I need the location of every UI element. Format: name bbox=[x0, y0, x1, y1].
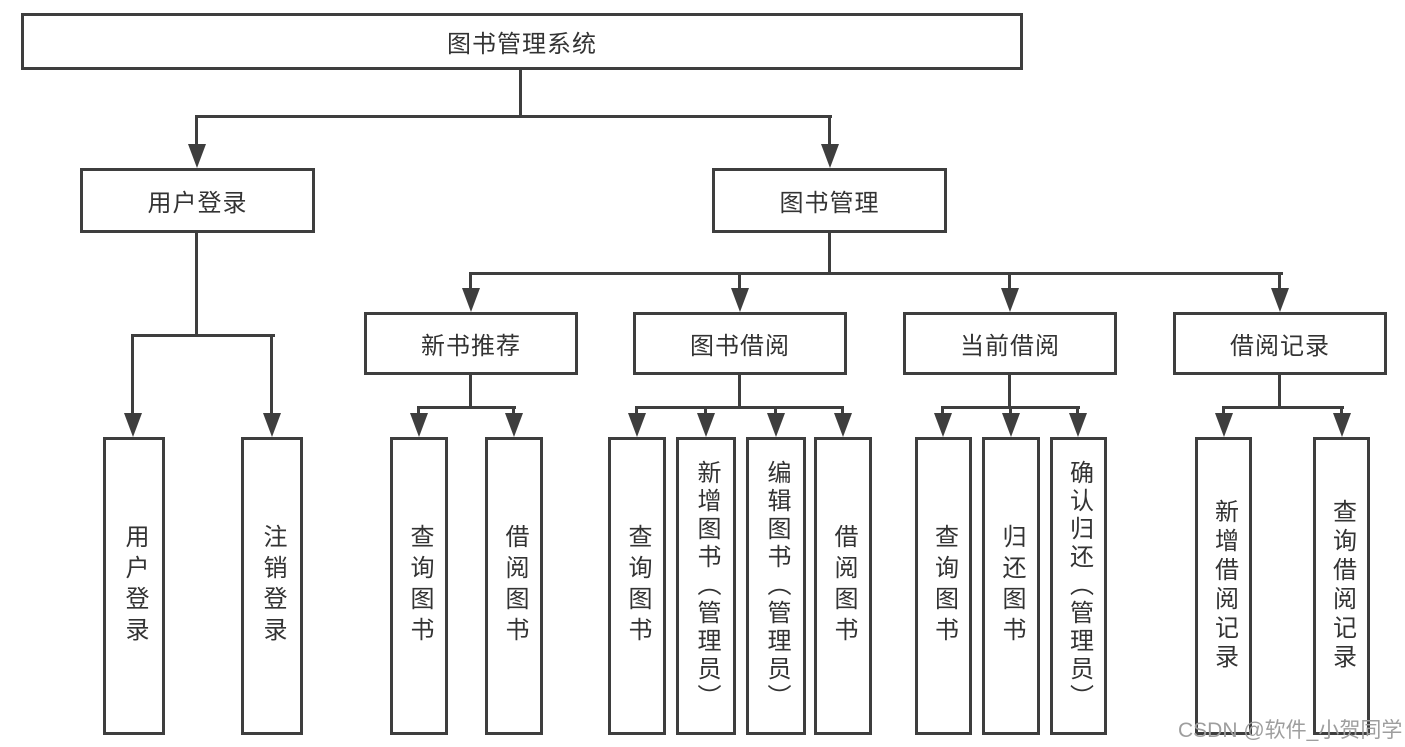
connector-level2-hline bbox=[195, 115, 832, 118]
leaf-borrow-edit-books-admin: 编辑图书（管理员） bbox=[746, 437, 806, 735]
arrow-down-icon bbox=[410, 413, 428, 437]
connector-to-user-login bbox=[195, 115, 198, 148]
connector-to-leaf bbox=[774, 406, 777, 416]
leaf-borrow-add-books-admin: 新增图书（管理员） bbox=[676, 437, 736, 735]
node-current-borrow: 当前借阅 bbox=[903, 312, 1117, 375]
leaf-recommend-borrow-books: 借阅图书 bbox=[485, 437, 543, 735]
node-borrow-records: 借阅记录 bbox=[1173, 312, 1387, 375]
arrow-down-icon bbox=[821, 144, 839, 168]
connector-to-borrow-records bbox=[1278, 272, 1281, 291]
arrow-down-icon bbox=[263, 413, 281, 437]
arrow-down-icon bbox=[1333, 413, 1351, 437]
connector-level3-hline bbox=[469, 272, 1283, 275]
connector-book-mgmt-stem bbox=[828, 233, 831, 275]
node-label: 用户登录 bbox=[121, 524, 148, 648]
connector-borrow-records-stem bbox=[1278, 375, 1281, 408]
leaf-borrow-query-books: 查询图书 bbox=[608, 437, 666, 735]
connector-to-leaf bbox=[1076, 406, 1079, 416]
connector-to-leaf bbox=[131, 334, 134, 416]
leaf-recommend-query-books: 查询图书 bbox=[390, 437, 448, 735]
connector-book-borrow-hline bbox=[635, 406, 844, 409]
node-label: 查询借阅记录 bbox=[1328, 499, 1356, 673]
node-label: 图书借阅 bbox=[690, 333, 790, 360]
connector-to-leaf bbox=[704, 406, 707, 416]
connector-to-leaf bbox=[1009, 406, 1012, 416]
node-label: 图书管理系统 bbox=[447, 31, 597, 58]
arrow-down-icon bbox=[1001, 288, 1019, 312]
connector-current-borrow-stem bbox=[1008, 375, 1011, 408]
connector-to-current-borrow bbox=[1008, 272, 1011, 291]
node-book-borrow: 图书借阅 bbox=[633, 312, 847, 375]
csdn-watermark: CSDN @软件_小贺同学 bbox=[1178, 719, 1403, 742]
node-label: 当前借阅 bbox=[960, 333, 1060, 360]
node-label: 新增图书（管理员） bbox=[693, 460, 720, 712]
node-new-book-recommend: 新书推荐 bbox=[364, 312, 578, 375]
connector-to-leaf bbox=[1340, 406, 1343, 416]
leaf-borrow-borrow-books: 借阅图书 bbox=[814, 437, 872, 735]
leaf-records-query-record: 查询借阅记录 bbox=[1313, 437, 1370, 735]
connector-recommend-stem bbox=[469, 375, 472, 408]
node-label: 确认归还（管理员） bbox=[1065, 460, 1093, 712]
node-label: 查询图书 bbox=[930, 524, 958, 648]
connector-to-leaf bbox=[417, 406, 420, 416]
connector-to-recommend bbox=[469, 272, 472, 291]
leaf-current-confirm-return-admin: 确认归还（管理员） bbox=[1050, 437, 1107, 735]
arrow-down-icon bbox=[188, 144, 206, 168]
arrow-down-icon bbox=[934, 413, 952, 437]
node-label: 归还图书 bbox=[998, 524, 1025, 648]
arrow-down-icon bbox=[767, 413, 785, 437]
leaf-logout: 注销登录 bbox=[241, 437, 303, 735]
arrow-down-icon bbox=[1069, 413, 1087, 437]
arrow-down-icon bbox=[834, 413, 852, 437]
connector-user-login-stem bbox=[195, 233, 198, 337]
arrow-down-icon bbox=[462, 288, 480, 312]
arrow-down-icon bbox=[1002, 413, 1020, 437]
leaf-current-return-books: 归还图书 bbox=[982, 437, 1040, 735]
arrow-down-icon bbox=[1215, 413, 1233, 437]
node-label: 查询图书 bbox=[624, 524, 651, 648]
node-label: 注销登录 bbox=[259, 524, 286, 648]
connector-borrow-records-hline bbox=[1222, 406, 1344, 409]
node-label: 借阅记录 bbox=[1230, 333, 1330, 360]
node-label: 借阅图书 bbox=[830, 524, 857, 648]
connector-to-leaf bbox=[270, 334, 273, 416]
node-label: 编辑图书（管理员） bbox=[763, 460, 790, 712]
connector-book-borrow-stem bbox=[738, 375, 741, 408]
node-label: 新增借阅记录 bbox=[1210, 499, 1238, 673]
connector-to-book-borrow bbox=[738, 272, 741, 291]
node-label: 借阅图书 bbox=[501, 524, 528, 648]
arrow-down-icon bbox=[731, 288, 749, 312]
connector-to-leaf bbox=[635, 406, 638, 416]
connector-to-leaf bbox=[1222, 406, 1225, 416]
node-book-management: 图书管理 bbox=[712, 168, 947, 233]
arrow-down-icon bbox=[1271, 288, 1289, 312]
node-user-login: 用户登录 bbox=[80, 168, 315, 233]
connector-to-leaf bbox=[841, 406, 844, 416]
connector-root-stem bbox=[519, 68, 522, 117]
node-label: 查询图书 bbox=[406, 524, 433, 648]
arrow-down-icon bbox=[697, 413, 715, 437]
connector-user-login-hline bbox=[131, 334, 275, 337]
node-label: 用户登录 bbox=[147, 190, 248, 217]
connector-to-book-management bbox=[828, 115, 831, 148]
arrow-down-icon bbox=[124, 413, 142, 437]
leaf-current-query-books: 查询图书 bbox=[915, 437, 972, 735]
arrow-down-icon bbox=[505, 413, 523, 437]
node-label: 新书推荐 bbox=[421, 333, 521, 360]
node-root-library-system: 图书管理系统 bbox=[21, 13, 1023, 70]
leaf-user-login: 用户登录 bbox=[103, 437, 165, 735]
arrow-down-icon bbox=[628, 413, 646, 437]
connector-recommend-hline bbox=[417, 406, 516, 409]
connector-to-leaf bbox=[941, 406, 944, 416]
connector-to-leaf bbox=[512, 406, 515, 416]
leaf-records-add-record: 新增借阅记录 bbox=[1195, 437, 1252, 735]
node-label: 图书管理 bbox=[779, 190, 880, 217]
